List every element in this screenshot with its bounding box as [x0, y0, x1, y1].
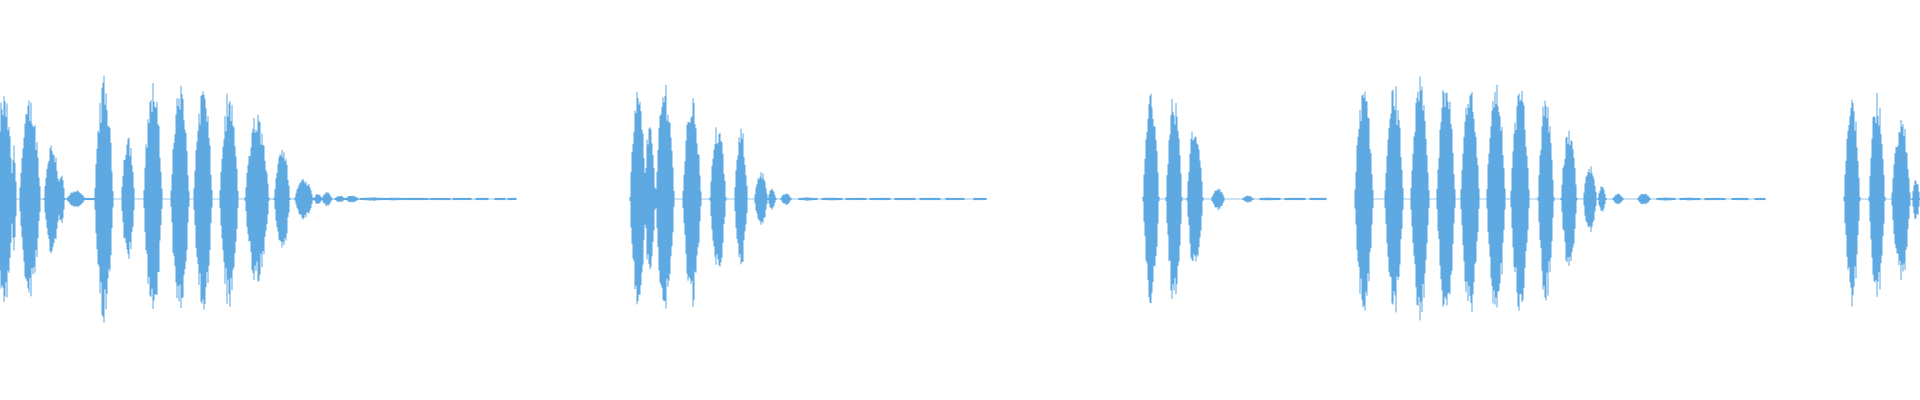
waveform-segment	[94, 75, 517, 323]
waveform-layer	[0, 75, 1920, 323]
waveform-burst	[629, 84, 987, 309]
waveform-segment	[1142, 93, 1327, 304]
waveform-segment	[1354, 76, 1766, 321]
waveform-burst	[0, 96, 101, 302]
waveform-baseline	[1142, 198, 1327, 200]
waveform-segment	[0, 96, 101, 302]
waveform-baseline	[1354, 198, 1766, 200]
waveform-segment	[1843, 93, 1920, 307]
waveform-burst	[1142, 93, 1327, 304]
waveform-burst	[1843, 93, 1920, 307]
waveform-burst	[94, 75, 517, 323]
waveform-segment	[629, 84, 987, 309]
waveform-burst	[1354, 76, 1766, 321]
